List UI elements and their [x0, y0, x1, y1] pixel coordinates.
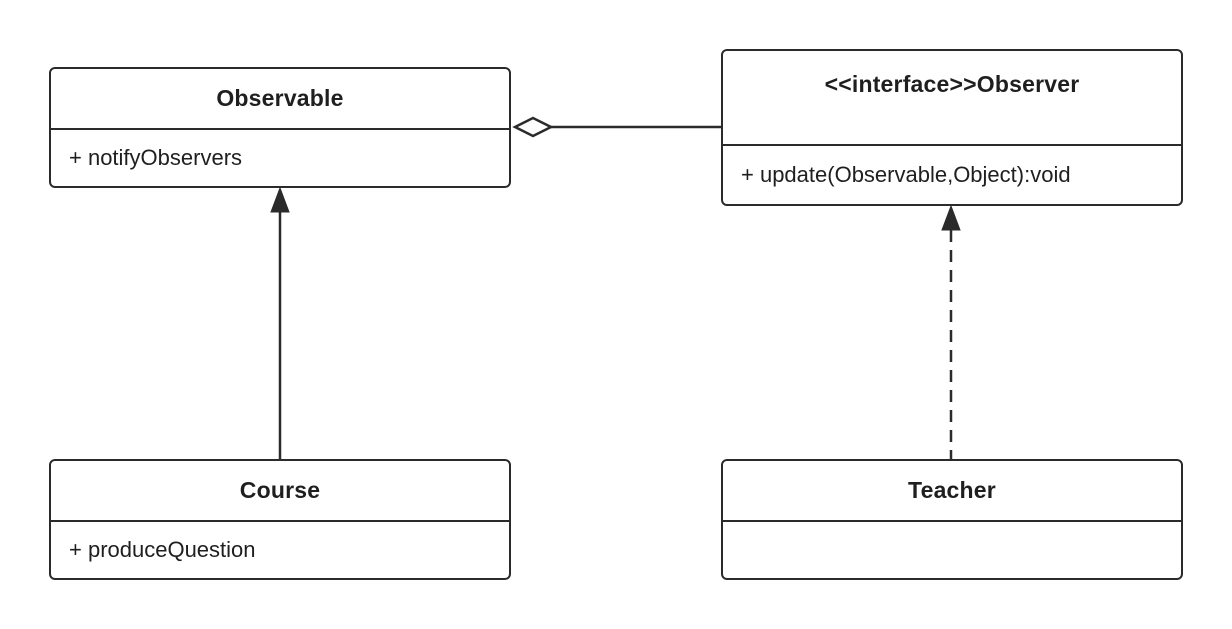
inheritance-connector [270, 186, 290, 459]
class-name-teacher: Teacher [723, 461, 1181, 522]
class-name-course: Course [51, 461, 509, 522]
member-produce-question: + produceQuestion [69, 537, 256, 562]
class-observable[interactable]: Observable + notifyObservers [49, 67, 511, 188]
aggregation-connector [512, 116, 721, 138]
member-notify-observers: + notifyObservers [69, 145, 243, 170]
class-course[interactable]: Course + produceQuestion [49, 459, 511, 580]
realization-arrowhead-icon [941, 204, 961, 231]
class-teacher[interactable]: Teacher [721, 459, 1183, 580]
class-name-observable: Observable [51, 69, 509, 130]
class-name-observer: <<interface>>Observer [723, 51, 1181, 146]
class-members-course: + produceQuestion [51, 522, 509, 578]
class-observer-interface[interactable]: <<interface>>Observer + update(Observabl… [721, 49, 1183, 206]
class-members-observable: + notifyObservers [51, 130, 509, 186]
realization-connector [941, 204, 961, 459]
aggregation-diamond-icon [512, 116, 554, 138]
member-update: + update(Observable,Object):void [741, 161, 1071, 187]
class-members-teacher [723, 522, 1181, 578]
class-members-observer: + update(Observable,Object):void [723, 146, 1181, 203]
inheritance-arrowhead-icon [270, 186, 290, 213]
